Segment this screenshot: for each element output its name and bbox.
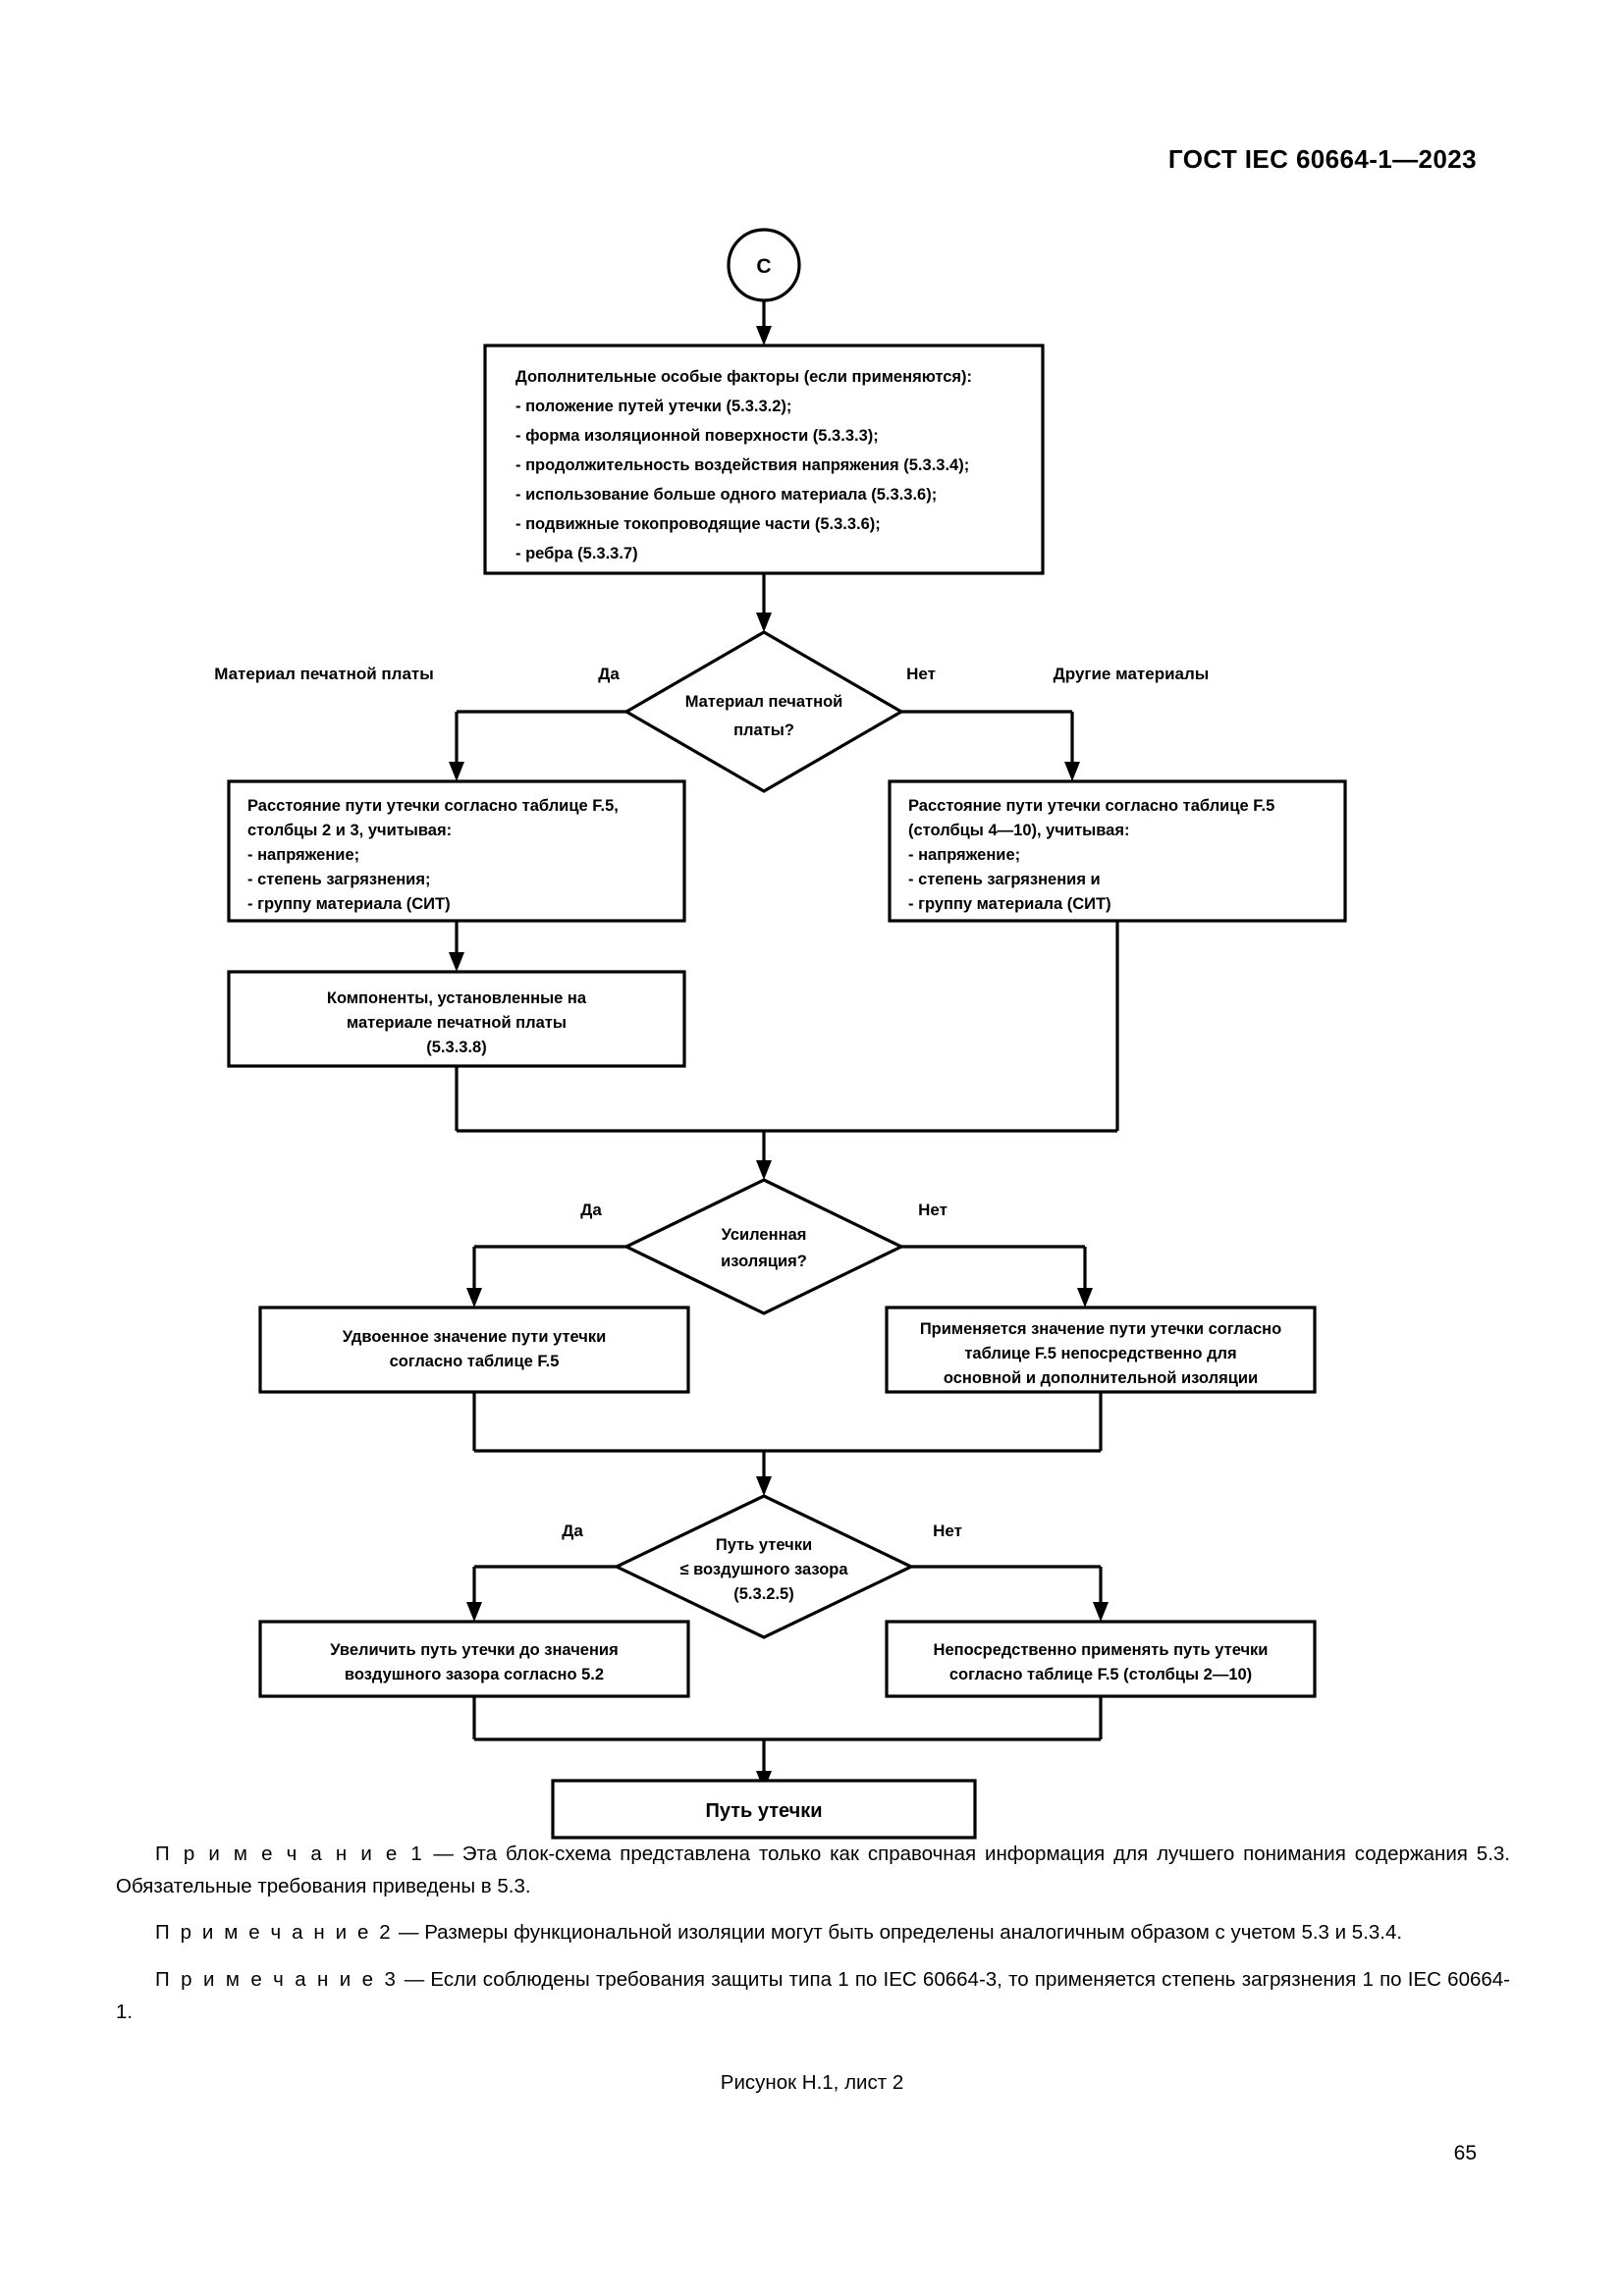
label-clearance-no: Нет: [933, 1522, 962, 1540]
box-increase-line-1: воздушного зазора согласно 5.2: [345, 1666, 604, 1683]
box-left-table-line-2: - напряжение;: [247, 846, 359, 864]
note-3: П р и м е ч а н и е 3 — Если соблюдены т…: [116, 1963, 1510, 2028]
decision-pcb-material-line-0: Материал печатной: [685, 693, 843, 711]
box-additional-factors-line-3: - продолжительность воздействия напряжен…: [515, 456, 969, 474]
decision-reinforced-line-0: Усиленная: [722, 1226, 807, 1244]
box-additional-factors-line-2: - форма изоляционной поверхности (5.3.3.…: [515, 427, 879, 445]
box-additional-factors-line-1: - положение путей утечки (5.3.3.2);: [515, 398, 791, 415]
document-header-standard-number: ГОСТ IEC 60664-1—2023: [1167, 144, 1477, 174]
box-terminal-creepage-distance: [551, 1779, 977, 1840]
decision-clearance-line-2: (5.3.2.5): [733, 1585, 793, 1603]
box-direct-apply-line-2: основной и дополнительной изоляции: [944, 1369, 1258, 1387]
box-left-table-line-4: - группу материала (СИТ): [247, 895, 451, 913]
box-components-on-pcb: [227, 970, 686, 1068]
label-reinforced-no: Нет: [918, 1201, 947, 1219]
box-apply-table-f5-basic-supplementary: [885, 1306, 1317, 1394]
box-right-table-line-3: - степень загрязнения и: [908, 871, 1101, 888]
label-pcb-material-outer: Материал печатной платы: [214, 665, 434, 683]
label-pcb-no: Нет: [906, 665, 936, 683]
box-components-line-0: Компоненты, установленные на: [327, 989, 587, 1007]
arrowhead-decision-reinforced: [756, 1160, 772, 1180]
connector-circle-label: C: [756, 255, 771, 278]
box-increase-creepage: [258, 1620, 690, 1698]
box-direct-apply-line-0: Применяется значение пути утечки согласн…: [920, 1320, 1281, 1338]
box-right-table-line-4: - группу материала (СИТ): [908, 895, 1111, 913]
box-additional-factors-line-4: - использование больше одного материала …: [515, 486, 937, 504]
figure-caption: Рисунок Н.1, лист 2: [720, 2071, 904, 2094]
box-additional-factors: [483, 344, 1045, 575]
label-reinforced-yes: Да: [580, 1201, 602, 1219]
flowchart-svg: C Дополнительные особые факторы (если пр…: [214, 228, 1347, 1790]
note-1-text: — Эта блок-схема представлена только как…: [116, 1842, 1510, 1898]
box-direct-apply-line-1: таблице F.5 непосредственно для: [964, 1345, 1236, 1362]
decision-reinforced-line-1: изоляция?: [721, 1253, 807, 1270]
decision-clearance-line-0: Путь утечки: [716, 1536, 812, 1554]
arrowhead-factors: [756, 326, 772, 346]
box-doubled-line-0: Удвоенное значение пути утечки: [343, 1328, 607, 1346]
box-apply-direct-line-1: согласно таблице F.5 (столбцы 2—10): [949, 1666, 1252, 1683]
arrowhead-decision-pcb: [756, 613, 772, 632]
page-number: 65: [1453, 2142, 1477, 2164]
decision-creepage-vs-clearance: [613, 1494, 915, 1639]
box-components-line-1: материале печатной платы: [347, 1014, 567, 1032]
box-left-table-line-0: Расстояние пути утечки согласно таблице …: [247, 797, 619, 815]
label-other-materials-outer: Другие материалы: [1054, 665, 1210, 683]
arrowhead-box-apply-direct: [1093, 1602, 1109, 1622]
box-doubled-creepage-value: [258, 1306, 690, 1394]
box-additional-factors-line-5: - подвижные токопроводящие части (5.3.3.…: [515, 515, 881, 533]
box-additional-factors-line-0: Дополнительные особые факторы (если прим…: [515, 368, 972, 386]
box-right-table-line-0: Расстояние пути утечки согласно таблице …: [908, 797, 1274, 815]
note-2: П р и м е ч а н и е 2 — Размеры функцион…: [116, 1916, 1510, 1949]
note-1-keyword: П р и м е ч а н и е 1: [155, 1842, 425, 1865]
label-pcb-yes: Да: [598, 665, 620, 683]
label-clearance-yes: Да: [562, 1522, 583, 1540]
decision-clearance-line-1: ≤ воздушного зазора: [679, 1561, 848, 1578]
arrowhead-box-doubled: [466, 1288, 482, 1308]
box-terminal-label: Путь утечки: [705, 1800, 822, 1822]
decision-pcb-material-line-1: платы?: [733, 721, 794, 739]
flowchart: C Дополнительные особые факторы (если пр…: [0, 206, 1624, 1796]
box-left-table-line-3: - степень загрязнения;: [247, 871, 430, 888]
note-2-text: — Размеры функциональной изоляции могут …: [393, 1921, 1403, 1945]
note-3-text: — Если соблюдены требования защиты типа …: [116, 1967, 1511, 2023]
note-2-keyword: П р и м е ч а н и е 2: [155, 1921, 394, 1945]
box-apply-direct-line-0: Непосредственно применять путь утечки: [934, 1641, 1269, 1659]
arrowhead-box-direct-apply: [1077, 1288, 1093, 1308]
box-components-line-2: (5.3.3.8): [426, 1039, 486, 1056]
box-right-table-line-2: - напряжение;: [908, 846, 1020, 864]
notes-block: П р и м е ч а н и е 1 — Эта блок-схема п…: [116, 1838, 1510, 2042]
box-right-table-line-1: (столбцы 4—10), учитывая:: [908, 822, 1129, 839]
box-left-table-line-1: столбцы 2 и 3, учитывая:: [247, 822, 452, 839]
arrowhead-decision-clearance: [756, 1476, 772, 1496]
flowchart-terminal-svg: Путь утечки: [551, 1779, 977, 1840]
box-increase-line-0: Увеличить путь утечки до значения: [330, 1641, 618, 1659]
box-apply-creepage-directly: [885, 1620, 1317, 1698]
note-1: П р и м е ч а н и е 1 — Эта блок-схема п…: [116, 1838, 1510, 1902]
arrowhead-left-table-box: [449, 762, 464, 781]
arrowhead-components: [449, 952, 464, 972]
arrowhead-right-table-box: [1064, 762, 1080, 781]
note-3-keyword: П р и м е ч а н и е 3: [155, 1967, 399, 1991]
arrowhead-box-increase: [466, 1602, 482, 1622]
decision-pcb-material: [623, 630, 905, 793]
decision-reinforced-insulation: [623, 1178, 905, 1315]
box-doubled-line-1: согласно таблице F.5: [390, 1353, 560, 1370]
box-additional-factors-line-6: - ребра (5.3.3.7): [515, 545, 638, 562]
